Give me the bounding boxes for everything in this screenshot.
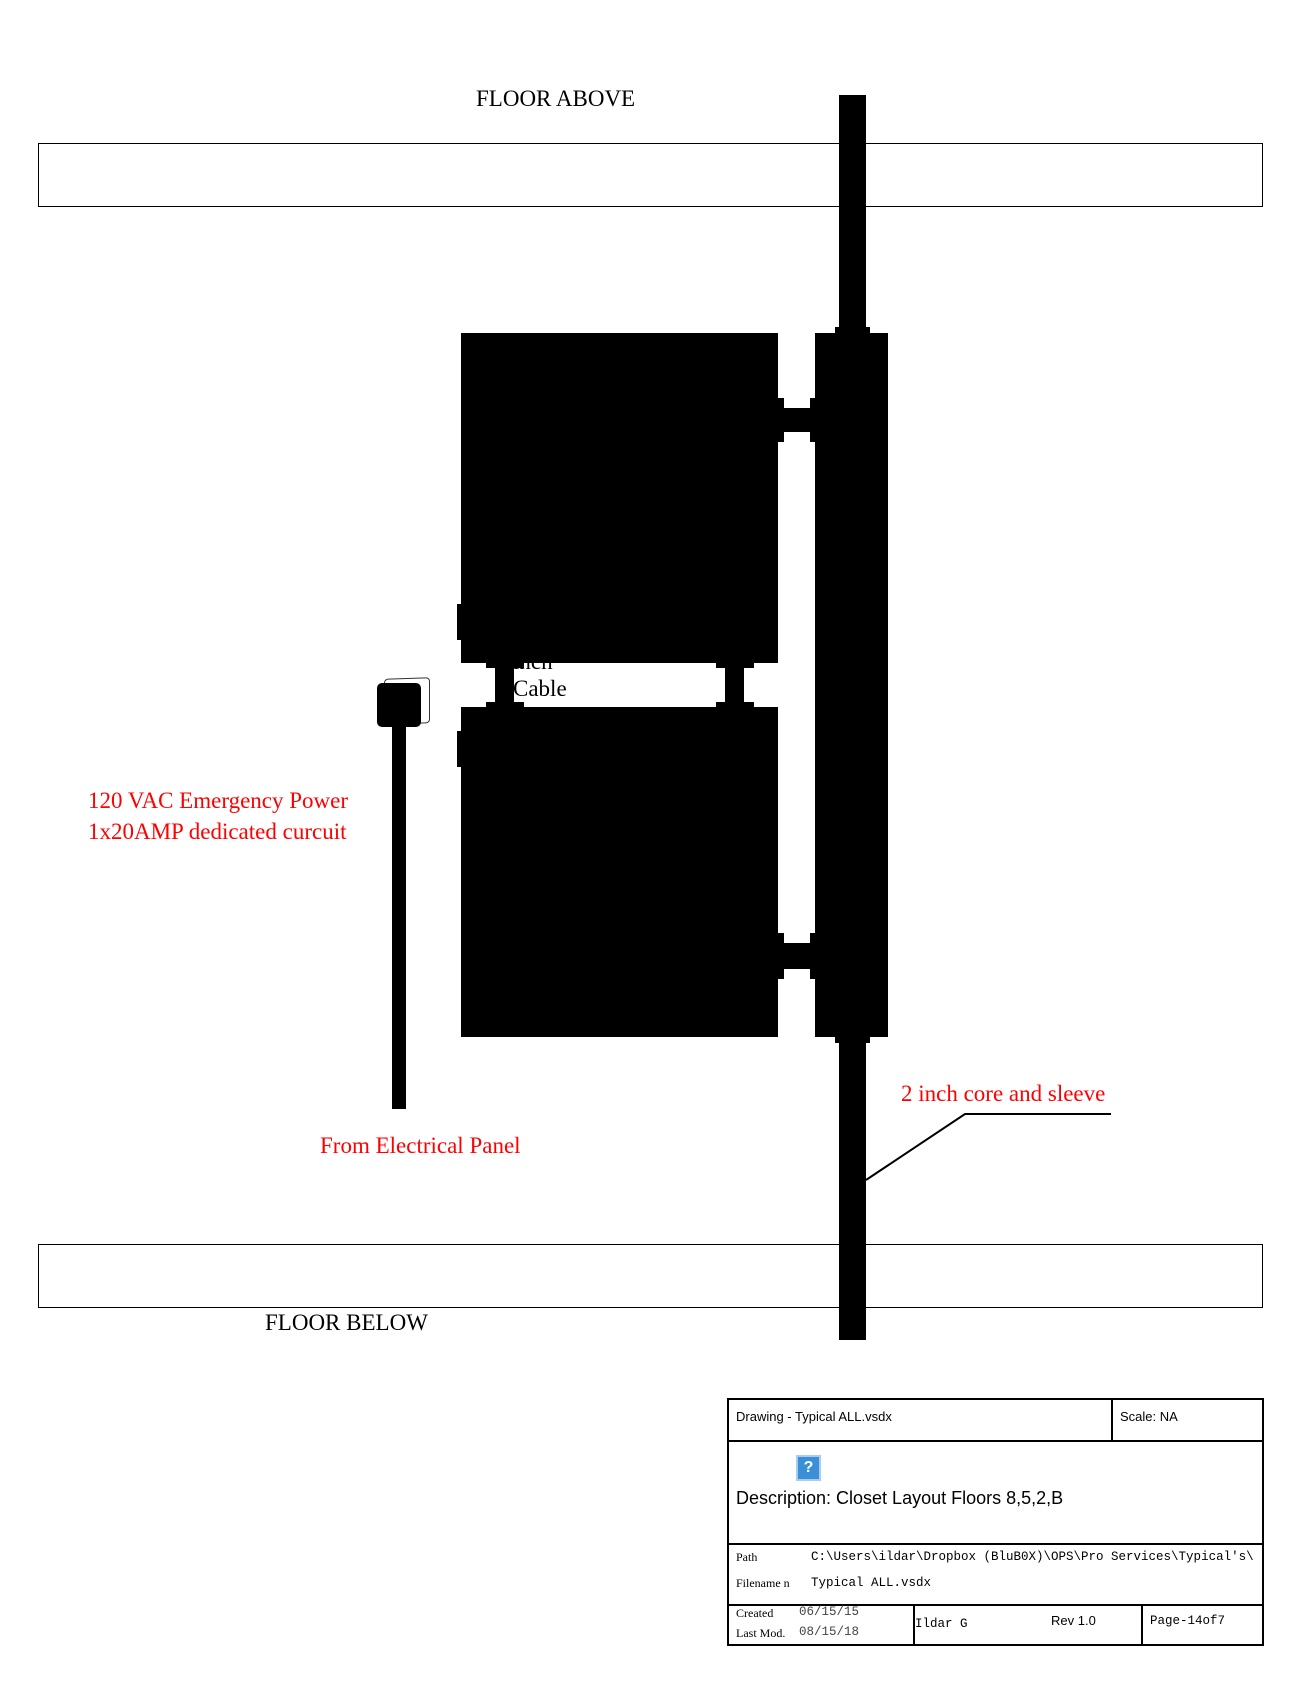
lastmod-label: Last Mod. xyxy=(736,1626,786,1640)
divider xyxy=(729,1440,1262,1442)
created-label: Created xyxy=(736,1606,774,1620)
page-number: Page-14of7 xyxy=(1150,1614,1226,1628)
author: Ildar G xyxy=(915,1617,968,1631)
lastmod-value: 08/15/18 xyxy=(799,1625,860,1639)
floor-below-label: FLOOR BELOW xyxy=(265,1310,428,1335)
created-value: 06/15/15 xyxy=(799,1605,860,1619)
power-label-line2: 1x20AMP dedicated curcuit xyxy=(88,819,347,844)
divider xyxy=(913,1604,915,1644)
floor-below-slab xyxy=(38,1244,1263,1308)
riser-bottom-collar xyxy=(835,1035,870,1043)
lower-equipment-box xyxy=(461,707,778,1037)
divider xyxy=(729,1604,1262,1606)
from-panel-label: From Electrical Panel xyxy=(320,1133,521,1158)
core-sleeve-label: 2 inch core and sleeve xyxy=(901,1081,1106,1106)
divider xyxy=(1141,1604,1143,1644)
upper-connector-gap xyxy=(784,432,810,442)
upper-box-tab xyxy=(457,604,463,640)
filename-value: Typical ALL.vsdx xyxy=(811,1576,932,1590)
right-cable-cap xyxy=(716,702,754,710)
left-cable-cap xyxy=(486,660,524,668)
title-block: Drawing - Typical ALL.vsdx Scale: NA ? D… xyxy=(727,1398,1264,1646)
power-plug-icon xyxy=(377,683,421,727)
lower-box-tab xyxy=(457,731,463,767)
divider xyxy=(729,1543,1262,1545)
lower-connector-gap xyxy=(784,969,810,979)
revision: Rev 1.0 xyxy=(1051,1613,1096,1628)
lower-connector-gap xyxy=(784,933,810,943)
left-vertical-cable xyxy=(495,660,514,710)
power-cord xyxy=(392,726,406,1109)
riser-top-collar xyxy=(835,327,870,335)
scale: Scale: NA xyxy=(1120,1409,1178,1424)
path-label: Path xyxy=(736,1550,758,1564)
riser-enclosure xyxy=(815,333,888,1037)
floor-above-slab xyxy=(38,143,1263,207)
filename-label: Filename n xyxy=(736,1576,790,1590)
right-cable-cap xyxy=(716,660,754,668)
power-label-line1: 120 VAC Emergency Power xyxy=(88,788,349,813)
right-vertical-cable xyxy=(725,660,744,710)
drawing-name: Drawing - Typical ALL.vsdx xyxy=(736,1409,892,1424)
question-mark-image-icon: ? xyxy=(796,1455,821,1481)
path-value: C:\Users\ildar\Dropbox (BluB0X)\OPS\Pro … xyxy=(811,1550,1254,1564)
cable-label-line2: Cable xyxy=(513,676,567,701)
divider xyxy=(1111,1400,1113,1440)
left-cable-cap xyxy=(486,702,524,710)
upper-connector-gap xyxy=(784,398,810,408)
floor-above-label: FLOOR ABOVE xyxy=(476,86,636,111)
upper-equipment-box xyxy=(461,333,778,663)
description: Description: Closet Layout Floors 8,5,2,… xyxy=(736,1488,1064,1508)
